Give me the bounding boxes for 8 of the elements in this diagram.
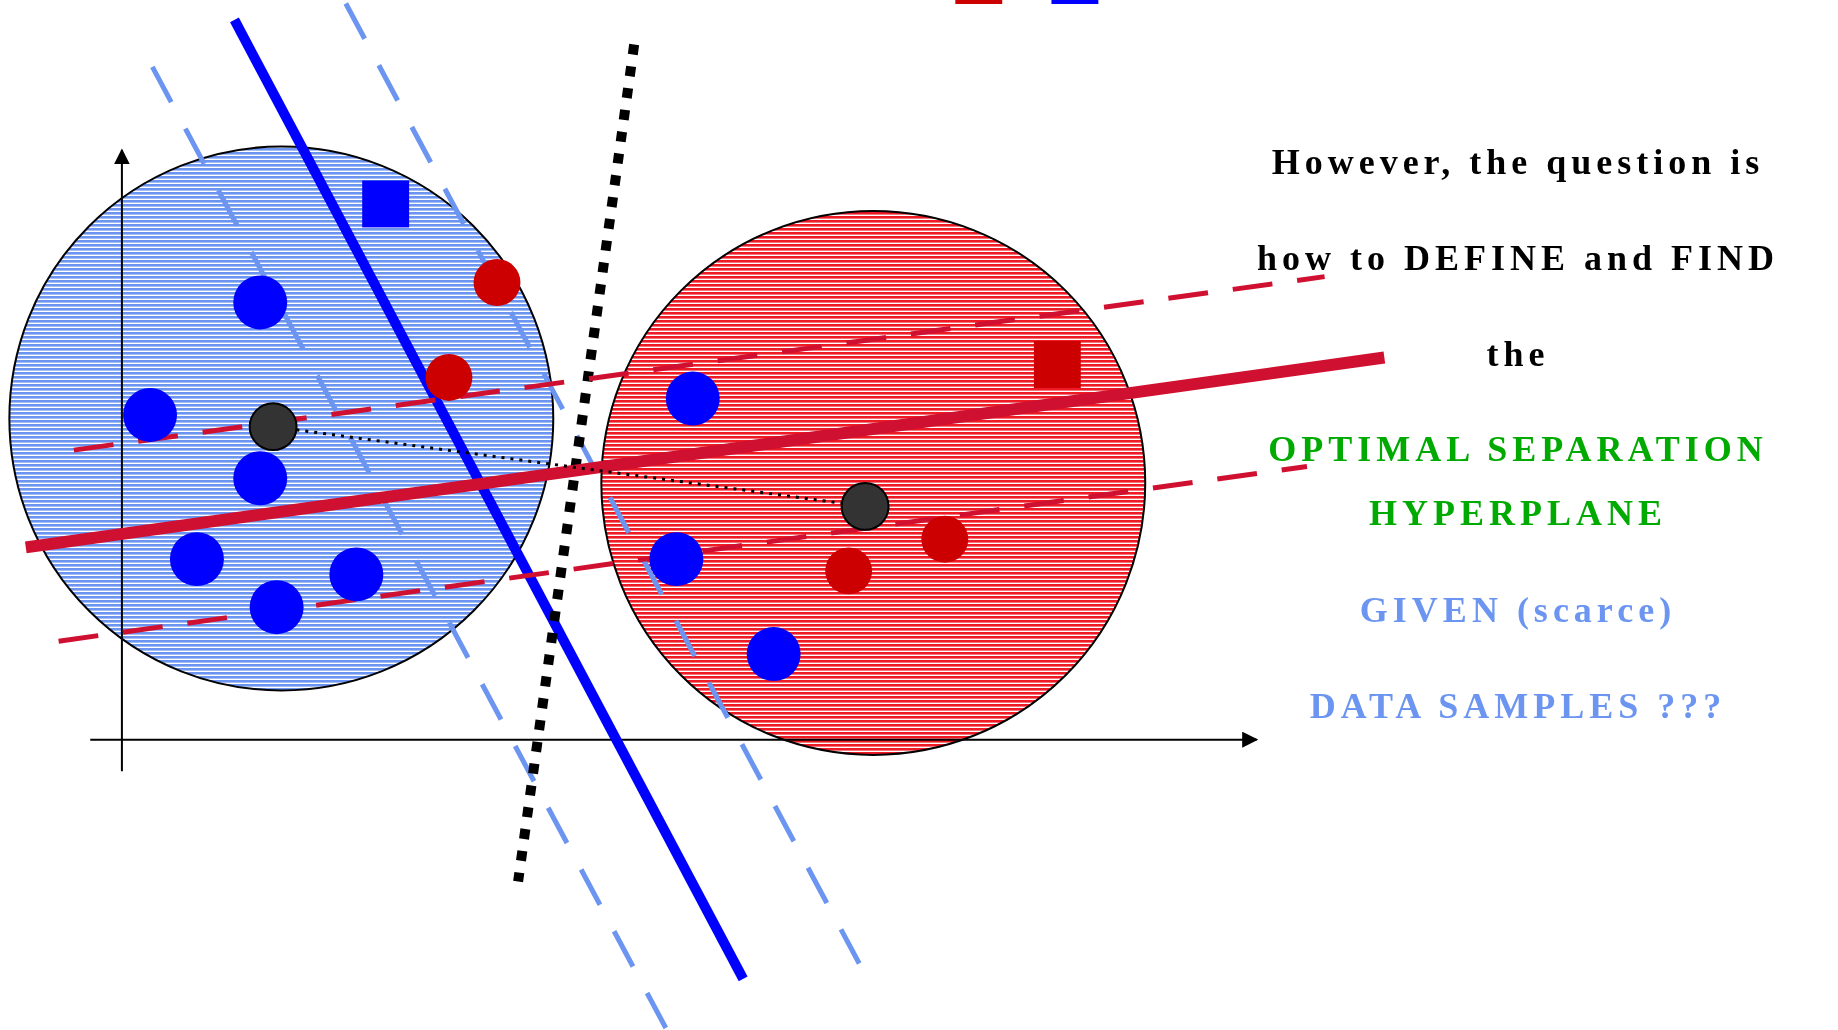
- question-text: the: [1485, 333, 1551, 376]
- class-mean-point: [840, 481, 890, 531]
- class-mean-point: [248, 402, 298, 452]
- highlight-text: OPTIMAL SEPARATION HYPERPLANE: [1267, 428, 1769, 535]
- question-text: how to DEFINE and FIND: [1255, 237, 1781, 280]
- highlight-text: GIVEN (scarce): [1358, 589, 1678, 632]
- highlight-text: DATA SAMPLES ???: [1308, 685, 1728, 728]
- question-text: However, the question is: [1270, 141, 1766, 184]
